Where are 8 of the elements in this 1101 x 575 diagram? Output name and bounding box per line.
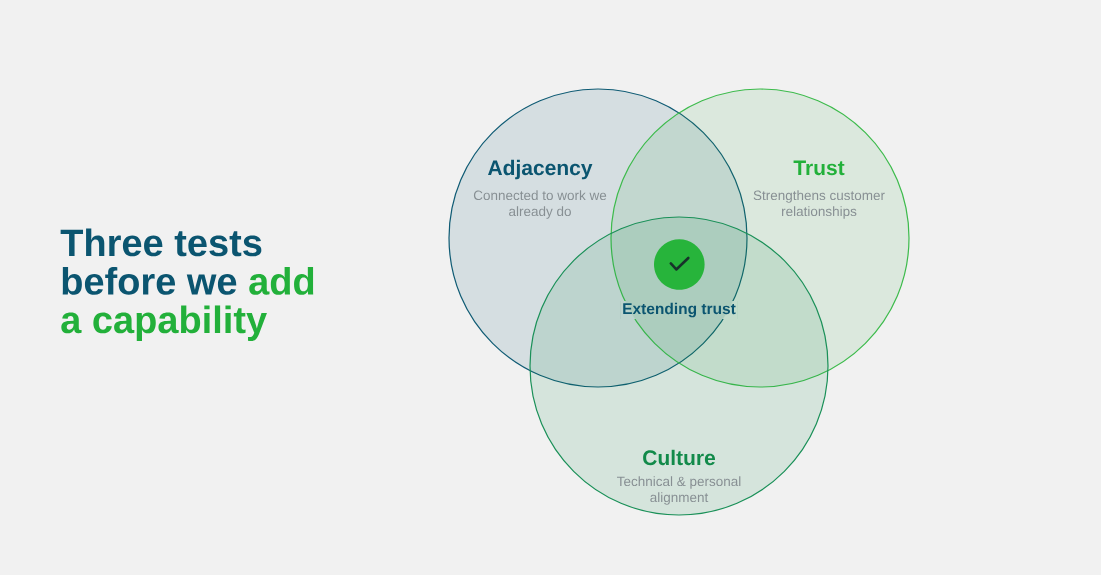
title: Three tests before we add a capability	[60, 228, 314, 341]
circle-description: Technical & personal alignment	[617, 476, 741, 505]
circle-description: Strengthens customer relationships	[753, 190, 885, 219]
circle-heading: Culture	[643, 449, 716, 466]
circle-heading: Trust	[793, 160, 845, 176]
label-text: Extending trust	[620, 301, 738, 319]
circle-description: Connected to work we already do	[473, 190, 607, 219]
circle-heading: Adjacency	[488, 159, 593, 180]
